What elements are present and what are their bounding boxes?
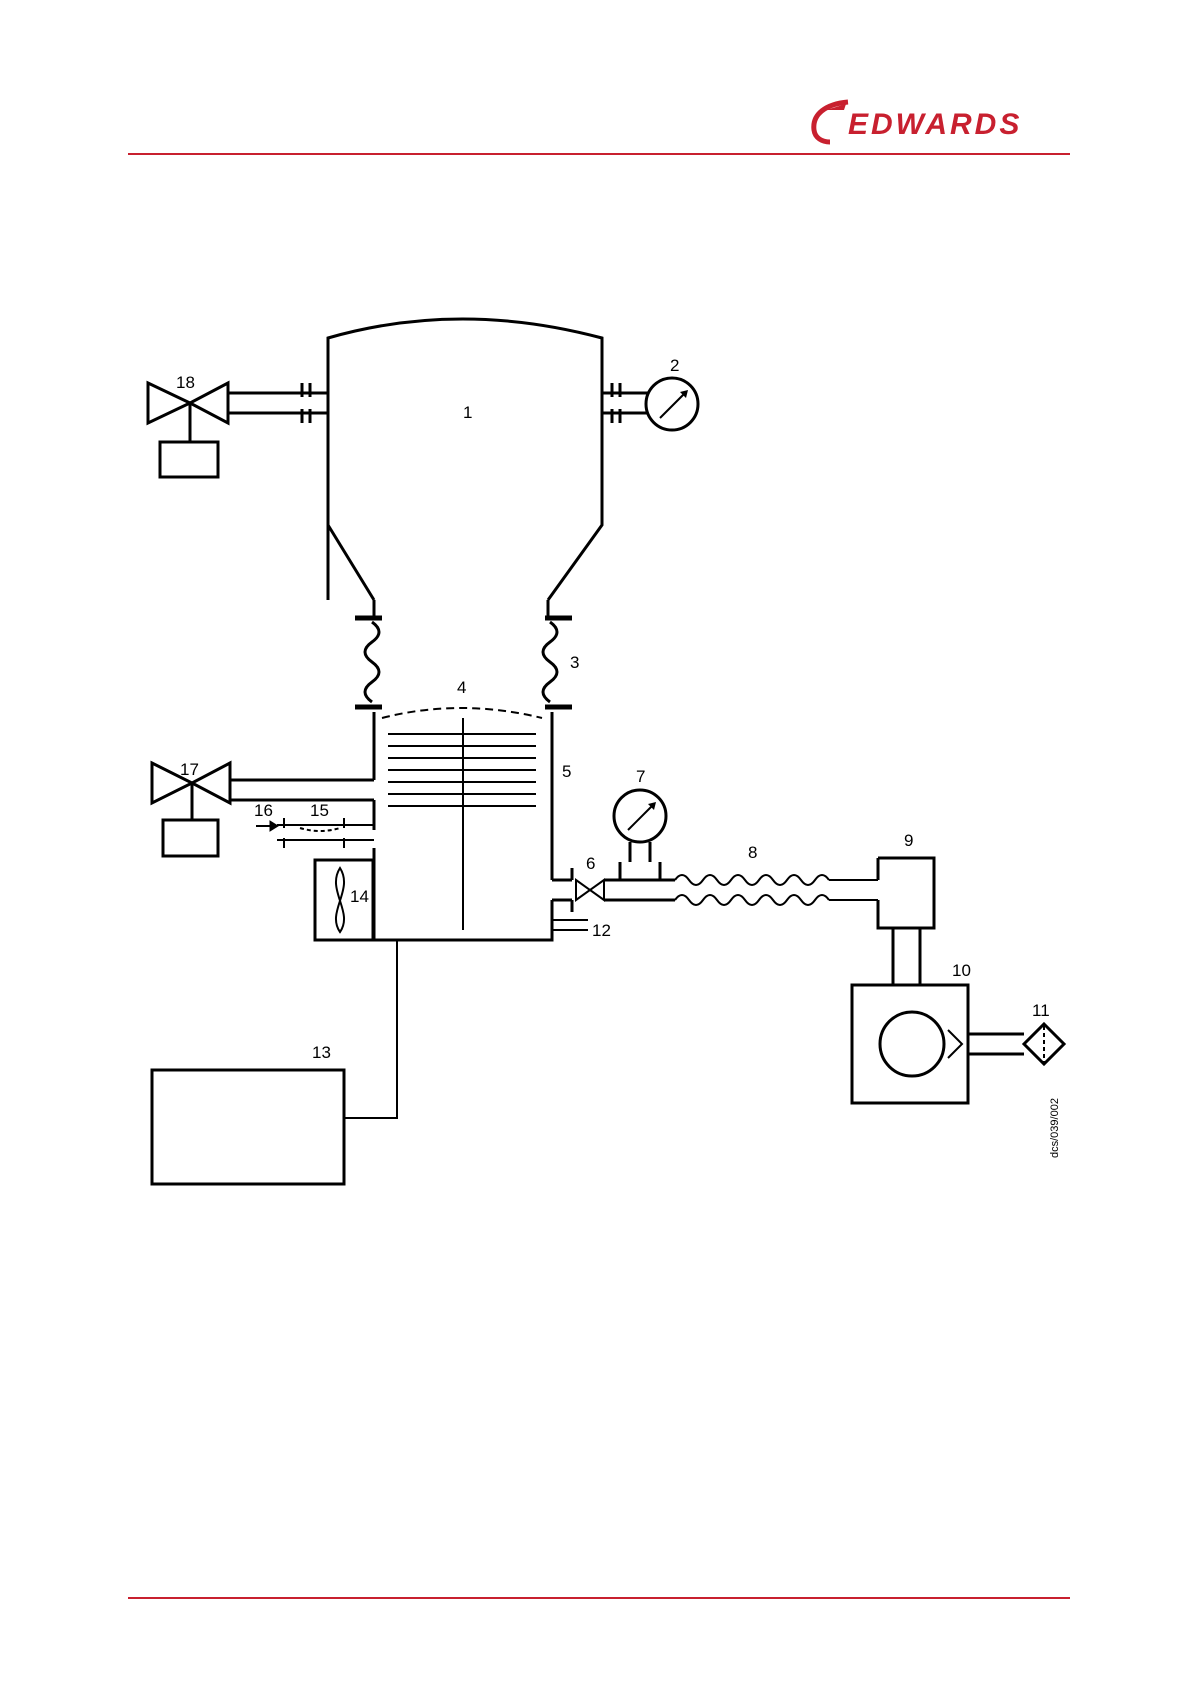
gauge-2 — [646, 378, 698, 430]
callout-4: 4 — [457, 678, 466, 697]
shelf-dome — [382, 708, 542, 718]
callout-2: 2 — [670, 356, 679, 375]
chamber-body — [328, 319, 602, 600]
callout-18: 18 — [176, 373, 195, 392]
control-cable — [344, 940, 397, 1118]
callout-5: 5 — [562, 762, 571, 781]
valve-6 — [552, 868, 675, 912]
callout-9: 9 — [904, 831, 913, 850]
callout-8: 8 — [748, 843, 757, 862]
controller-13 — [152, 1070, 344, 1184]
trap-9 — [878, 858, 934, 985]
gauge-7-needle — [628, 806, 652, 830]
drain-12 — [552, 920, 588, 930]
callout-13: 13 — [312, 1043, 331, 1062]
callout-1: 1 — [463, 403, 472, 422]
gauge-2-needle — [660, 394, 684, 418]
callout-7: 7 — [636, 767, 645, 786]
callout-12: 12 — [592, 921, 611, 940]
filter-11 — [1024, 1024, 1064, 1064]
pump-10 — [852, 985, 1024, 1103]
inlet-15 — [277, 818, 374, 848]
gauge-7 — [614, 790, 666, 880]
callout-14: 14 — [350, 887, 369, 906]
port-left — [228, 383, 328, 423]
drawing-reference: dcs/039/002 — [1049, 1098, 1061, 1158]
callout-17: 17 — [180, 760, 199, 779]
callout-11: 11 — [1032, 1001, 1050, 1020]
chamber-taper-left — [328, 525, 374, 600]
callout-3: 3 — [570, 653, 579, 672]
callout-16: 16 — [254, 801, 273, 820]
port-right — [602, 383, 648, 423]
shelf-stack — [388, 718, 536, 930]
bellows-3-right — [543, 600, 572, 707]
callout-6: 6 — [586, 854, 595, 873]
valve-18 — [148, 383, 228, 477]
bellows-3-left — [355, 600, 382, 707]
callout-10: 10 — [952, 961, 971, 980]
hose-8 — [675, 875, 878, 905]
callout-15: 15 — [310, 801, 329, 820]
